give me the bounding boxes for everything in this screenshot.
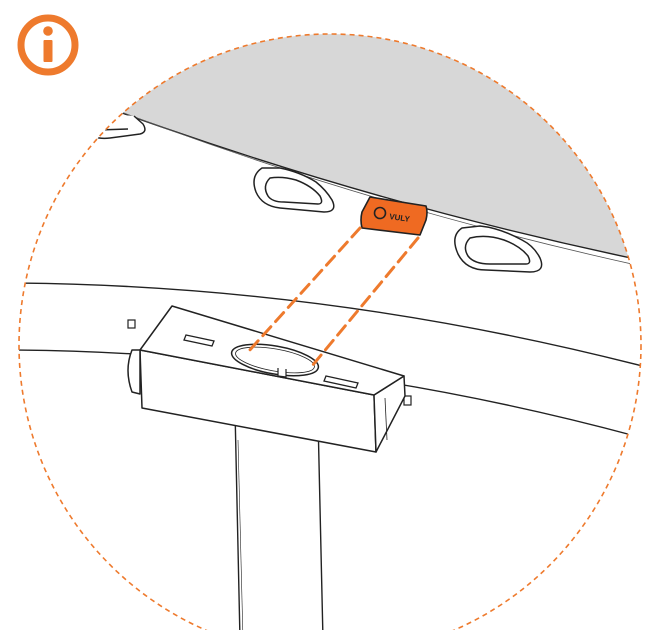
magnified-detail: VULY bbox=[19, 34, 641, 635]
frame-ring-upper bbox=[19, 282, 641, 369]
info-icon bbox=[17, 14, 79, 76]
leg bbox=[234, 409, 324, 635]
magnifier-outline bbox=[18, 33, 642, 635]
brand-tag: VULY bbox=[360, 196, 428, 236]
t-junction-socket bbox=[127, 305, 406, 453]
v-ring bbox=[454, 225, 543, 273]
frame-tab bbox=[127, 319, 136, 329]
v-ring bbox=[253, 167, 335, 213]
brand-logo-icon bbox=[373, 206, 387, 220]
socket-hole bbox=[230, 343, 320, 378]
frame-tab bbox=[403, 395, 412, 406]
socket-slot bbox=[183, 334, 359, 389]
guide-lines bbox=[246, 226, 420, 368]
brand-tag-text: VULY bbox=[389, 212, 411, 224]
